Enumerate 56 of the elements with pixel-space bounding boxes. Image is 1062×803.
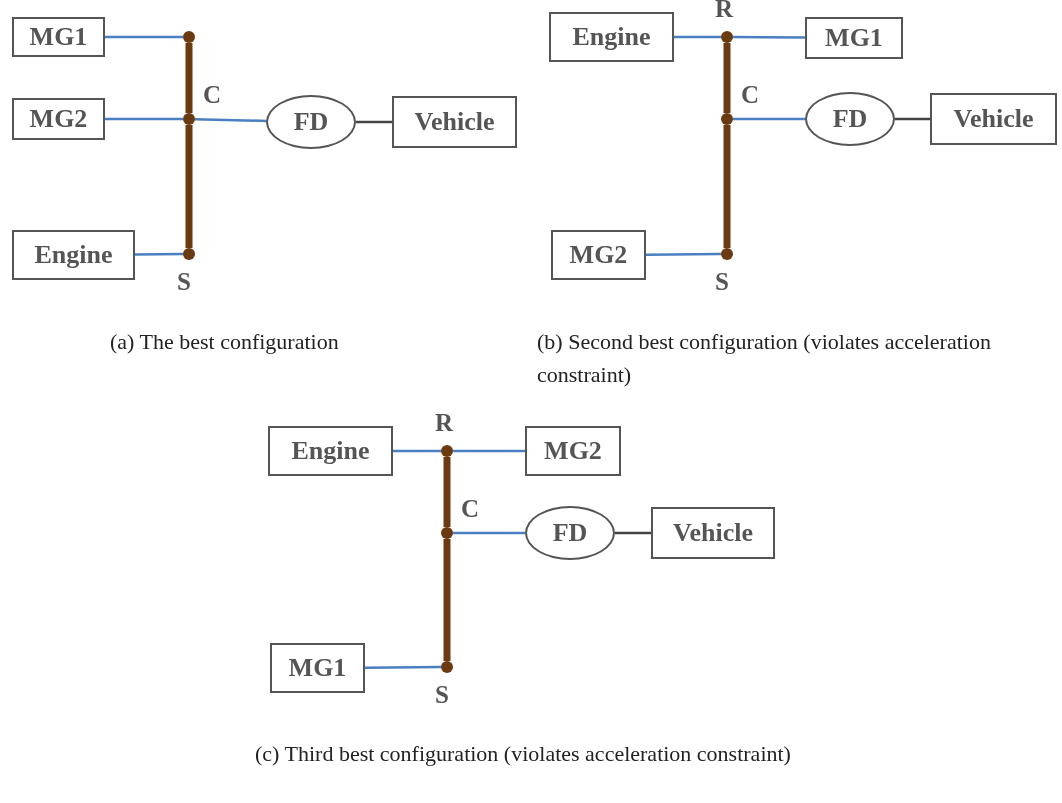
lever-node-dot: [721, 113, 733, 125]
shaft-line: [105, 35, 183, 39]
lever-node-dot: [183, 31, 195, 43]
component-box: MG1: [12, 17, 105, 57]
shaft-line: [356, 120, 392, 124]
component-box: MG1: [805, 17, 903, 59]
lever-node-dot: [441, 527, 453, 539]
component-box: MG2: [12, 98, 105, 140]
component-box: Engine: [549, 12, 674, 62]
shaft-line: [615, 531, 651, 535]
shaft-line: [733, 117, 805, 121]
component-box: MG2: [551, 230, 646, 280]
lever-bar: [185, 43, 193, 113]
lever-bar: [185, 125, 193, 248]
lever-node-dot: [183, 113, 195, 125]
shaft-line: [895, 117, 930, 121]
shaft-line: [674, 35, 721, 39]
component-ellipse: FD: [525, 506, 615, 560]
lever-node-dot: [183, 248, 195, 260]
point-label: S: [435, 681, 449, 709]
lever-bar: [443, 457, 451, 527]
component-ellipse: FD: [266, 95, 356, 149]
shaft-line: [646, 252, 721, 256]
point-label: R: [435, 409, 454, 437]
shaft-line: [453, 449, 525, 453]
point-label: R: [715, 0, 734, 23]
lever-node-dot: [721, 31, 733, 43]
shaft-line: [194, 117, 267, 123]
subfigure-caption: (c) Third best configuration (violates acceleration constraint): [255, 740, 792, 768]
component-ellipse: FD: [805, 92, 895, 146]
shaft-line: [453, 531, 525, 535]
lever-node-dot: [441, 661, 453, 673]
component-box: Engine: [12, 230, 135, 280]
shaft-line: [733, 35, 805, 39]
lever-bar: [723, 43, 731, 113]
shaft-line: [105, 117, 183, 121]
component-box: MG1: [270, 643, 365, 693]
subfigure-caption: (a) The best configuration: [110, 328, 340, 356]
point-label: C: [203, 81, 222, 109]
lever-node-dot: [441, 445, 453, 457]
shaft-line: [393, 449, 441, 453]
lever-bar: [723, 125, 731, 248]
lever-node-dot: [721, 248, 733, 260]
point-label: S: [177, 268, 191, 296]
subfigure-caption: (b) Second best configuration (violates acceleration constraint): [537, 328, 992, 389]
point-label: C: [461, 495, 480, 523]
point-label: S: [715, 268, 729, 296]
point-label: C: [741, 81, 760, 109]
component-box: Vehicle: [930, 93, 1057, 145]
component-box: Vehicle: [392, 96, 517, 148]
component-box: Engine: [268, 426, 393, 476]
shaft-line: [365, 665, 441, 669]
component-box: MG2: [525, 426, 621, 476]
lever-bar: [443, 539, 451, 661]
component-box: Vehicle: [651, 507, 775, 559]
shaft-line: [135, 252, 183, 256]
